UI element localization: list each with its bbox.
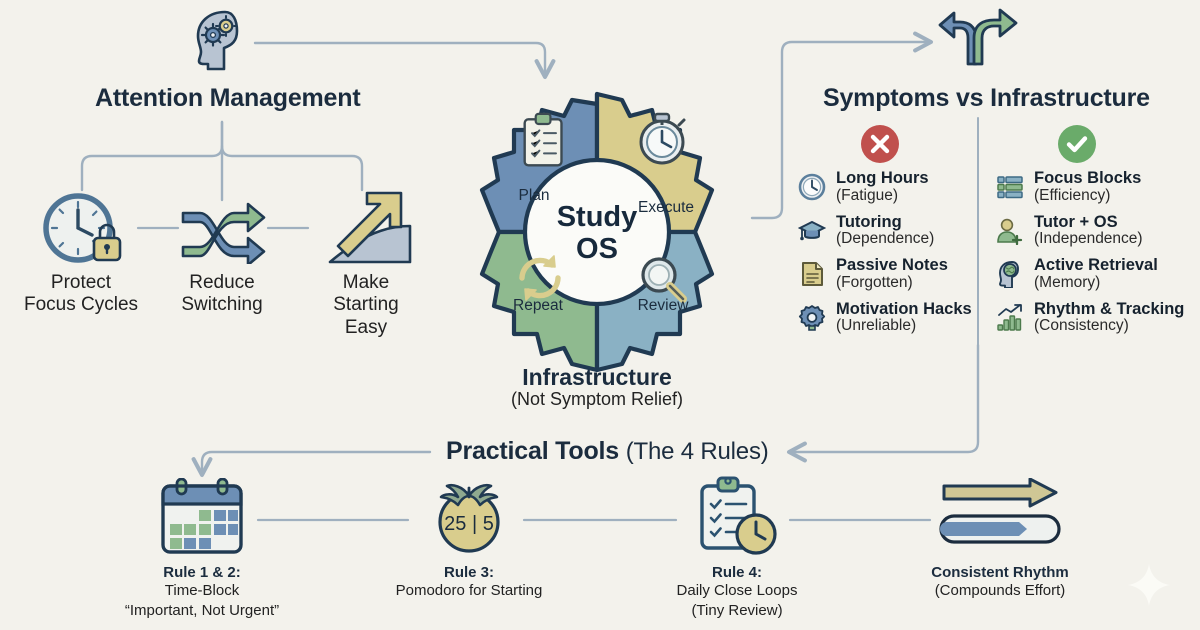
gear-label-execute: Execute <box>638 199 694 216</box>
gear-icon <box>797 303 827 333</box>
symptoms-list: Long Hours (Fatigue) Tutoring (Dependenc… <box>797 169 972 344</box>
practical-item-sub-3: (Compounds Effort) <box>934 582 1066 599</box>
line-practical-to-rule1 <box>191 450 432 478</box>
list-item-title: Active Retrieval <box>1034 256 1158 275</box>
bracket-left <box>80 120 224 192</box>
study-os-gear: Plan Execute Review Repeat Study <box>479 91 715 373</box>
ramp-arrow-icon <box>318 190 416 275</box>
list-item: Focus Blocks (Efficiency) <box>995 169 1195 205</box>
list-item-title: Motivation Hacks <box>836 299 972 318</box>
list-item-title: Focus Blocks <box>1034 169 1142 187</box>
list-item-sub: (Efficiency) <box>1034 186 1111 204</box>
list-item-sub: (Consistency) <box>1034 317 1129 335</box>
list-item-title: Tutor + OS <box>1034 212 1118 231</box>
clipboard-clock-icon <box>694 476 780 563</box>
practical-item-title-0: Rule 1 & 2: <box>163 564 241 581</box>
cross-badge-icon <box>860 124 900 169</box>
clock-icon <box>797 172 827 202</box>
practical-title-bold: Practical Tools <box>446 437 619 465</box>
clipboard-checklist-icon <box>523 112 563 167</box>
practical-item-sub-1: Pomodoro for Starting <box>395 582 543 599</box>
practical-item-title-3: Consistent Rhythm <box>931 564 1069 581</box>
clock-lock-icon <box>38 190 130 275</box>
pomodoro-label: 25 | 5 <box>444 513 494 535</box>
attention-item-label-2: Make Starting Easy <box>333 272 399 338</box>
list-item-sub: (Forgotten) <box>836 273 913 291</box>
gear-label-review: Review <box>638 297 690 314</box>
list-item: Tutor + OS (Independence) <box>995 212 1195 249</box>
bracket-right <box>220 120 364 192</box>
calendar-icon <box>157 477 247 563</box>
progress-bar-arrow-icon <box>938 477 1062 551</box>
fork-arrows-icon <box>938 4 1022 71</box>
list-item: Motivation Hacks (Unreliable) <box>797 299 972 336</box>
list-item: Active Retrieval (Memory) <box>995 256 1195 292</box>
refresh-cycle-icon <box>519 255 561 301</box>
graduation-cap-icon <box>797 216 827 246</box>
list-item-sub: (Dependence) <box>836 230 935 248</box>
gear-center-line2: OS <box>576 233 618 265</box>
line-to-practical <box>786 343 980 463</box>
list-item-title: Rhythm & Tracking <box>1034 299 1185 318</box>
check-badge-icon <box>1057 124 1097 169</box>
practical-title-rest: (The 4 Rules) <box>625 438 769 465</box>
list-item-title: Tutoring <box>836 212 902 231</box>
list-item: Long Hours (Fatigue) <box>797 169 972 205</box>
sparkle-icon <box>1128 564 1170 606</box>
bar-chart-trend-icon <box>995 303 1025 333</box>
magnifier-icon <box>641 257 687 303</box>
infrastructure-list: Focus Blocks (Efficiency) Tutor + OS (In… <box>995 169 1195 344</box>
list-item: Tutoring (Dependence) <box>797 212 972 249</box>
gear-caption-title: Infrastructure <box>522 364 672 390</box>
shuffle-arrows-icon <box>178 196 268 269</box>
practical-item-title-2: Rule 4: <box>711 564 762 581</box>
brain-head-icon <box>995 259 1025 289</box>
attention-item-label-0: Protect Focus Cycles <box>23 272 139 316</box>
practical-title: Practical Tools (The 4 Rules) <box>446 437 769 466</box>
list-item: Passive Notes (Forgotten) <box>797 256 972 292</box>
document-icon <box>797 259 827 289</box>
gear-label-plan: Plan <box>518 187 549 204</box>
list-item-title: Passive Notes <box>836 256 948 275</box>
person-plus-icon <box>995 216 1025 246</box>
stopwatch-icon <box>639 112 686 165</box>
gear-center-line1: Study <box>557 201 638 233</box>
comparison-title: Symptoms vs Infrastructure <box>823 84 1150 112</box>
practical-item-sub-2: Daily Close Loops (Tiny Review) <box>676 582 798 619</box>
attention-title: Attention Management <box>95 84 361 112</box>
attention-item-label-1: Reduce Switching <box>181 272 263 316</box>
line-head-to-gear <box>253 41 556 80</box>
gear-label-repeat: Repeat <box>513 297 564 314</box>
list-item-title: Long Hours <box>836 169 929 187</box>
list-item-sub: (Fatigue) <box>836 186 899 204</box>
list-item-sub: (Unreliable) <box>836 317 917 335</box>
list-item-sub: (Memory) <box>1034 273 1101 291</box>
list-item: Rhythm & Tracking (Consistency) <box>995 299 1195 336</box>
gear-caption-sub: (Not Symptom Relief) <box>510 389 684 409</box>
practical-item-sub-0: Time-Block “Important, Not Urgent” <box>124 582 280 619</box>
list-item-sub: (Independence) <box>1034 230 1143 248</box>
practical-item-title-1: Rule 3: <box>443 564 494 581</box>
tomato-pomodoro-icon: 25 | 5 <box>428 480 510 559</box>
list-blocks-icon <box>995 172 1025 202</box>
gear-hub <box>522 157 672 307</box>
head-gears-icon <box>185 4 257 81</box>
